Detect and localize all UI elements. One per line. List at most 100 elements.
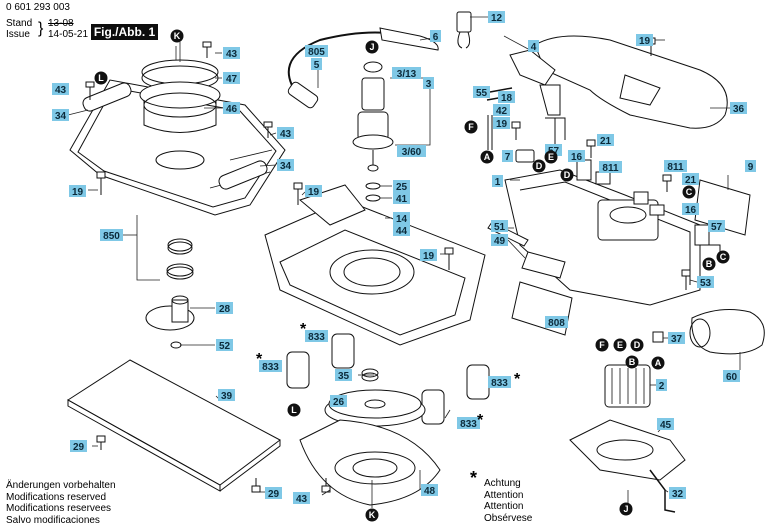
eccentric-weight-28 [145, 295, 195, 331]
part-number-833: 833 [308, 332, 325, 343]
part-number-1: 1 [495, 177, 501, 188]
reference-marker-K: K [369, 510, 376, 520]
reference-marker-K: K [174, 31, 181, 41]
reference-marker-C: C [720, 252, 727, 262]
part-label-box [528, 40, 539, 52]
part-label-box [491, 220, 508, 232]
part-label-box [223, 72, 240, 84]
housing-cover-36 [534, 35, 728, 129]
field-stator-2 [604, 364, 651, 408]
part-number-833: 833 [460, 419, 477, 430]
part-label-box [423, 77, 434, 89]
part-number-19: 19 [496, 119, 508, 130]
part-label-box [305, 330, 328, 342]
part-number-19: 19 [639, 36, 651, 47]
screw-43-bottom [321, 478, 331, 493]
part-number-57: 57 [711, 222, 723, 233]
part-label-box [218, 389, 235, 401]
part-label-box [70, 440, 87, 452]
part-label-box [664, 160, 687, 172]
part-number-12: 12 [491, 13, 503, 24]
part-label-box [430, 30, 441, 42]
part-number-43: 43 [296, 494, 308, 505]
part-number-21: 21 [685, 175, 697, 186]
reference-marker-circle [716, 250, 730, 264]
reference-marker-F: F [599, 340, 605, 350]
stand-label: Stand [6, 18, 33, 29]
part-label-box [668, 332, 685, 344]
attention-symbol: * [470, 468, 478, 488]
asterisk-mark: * [300, 321, 307, 338]
part-number-3/13: 3/13 [397, 69, 417, 80]
part-number-833: 833 [262, 362, 279, 373]
part-number-52: 52 [219, 341, 231, 352]
reference-marker-circle [170, 29, 184, 43]
cable-clamp-4 [509, 49, 561, 116]
part-label-box [491, 234, 508, 246]
reference-marker-circle [560, 168, 574, 182]
part-number-29: 29 [73, 442, 85, 453]
doc-number: 0 601 293 003 [6, 2, 70, 13]
bracket-42 [487, 115, 493, 150]
part-label-box [669, 487, 686, 499]
asterisk-mark: * [477, 412, 484, 429]
part-label-box [708, 220, 725, 232]
part-number-25: 25 [396, 182, 408, 193]
bearing-lower [166, 263, 194, 280]
part-label-box [488, 11, 505, 23]
part-label-box [293, 492, 310, 504]
part-number-16: 16 [685, 205, 697, 216]
part-label-box [305, 45, 328, 57]
part-number-21: 21 [600, 136, 612, 147]
part-label-box [498, 91, 515, 103]
reference-marker-circle [595, 338, 609, 352]
part-number-44: 44 [396, 226, 408, 237]
screw-small-left [85, 41, 273, 195]
part-label-box [393, 180, 410, 192]
part-label-box [223, 47, 240, 59]
part-label-box [393, 212, 410, 224]
dust-bag-adapter-60 [689, 309, 765, 355]
part-label-box [305, 185, 322, 197]
part-label-box [223, 102, 240, 114]
sealing-37 [652, 331, 664, 343]
part-number-41: 41 [396, 194, 408, 205]
part-label-box [393, 192, 410, 204]
part-number-26: 26 [333, 397, 345, 408]
part-number-51: 51 [494, 222, 506, 233]
reference-marker-circle [625, 355, 639, 369]
part-label-box [335, 369, 352, 381]
part-label-box [393, 224, 410, 236]
reference-marker-C: C [686, 187, 693, 197]
stand-date: 13-08 [48, 18, 74, 29]
part-number-808: 808 [548, 318, 565, 329]
issue-date: 14-05-21 [48, 29, 89, 40]
part-number-43: 43 [280, 129, 292, 140]
part-number-47: 47 [226, 74, 238, 85]
part-number-46: 46 [226, 104, 238, 115]
part-label-box [657, 418, 674, 430]
reference-marker-circle [544, 150, 558, 164]
part-label-box [100, 229, 123, 241]
part-number-19: 19 [308, 187, 320, 198]
footer-right-text: Achtung Attention Attention Obsérvese [484, 478, 532, 524]
base-housing-44 [264, 184, 486, 346]
part-number-19: 19 [72, 187, 84, 198]
footer-line: Achtung [484, 478, 521, 489]
reference-marker-D: D [564, 170, 571, 180]
bracket-lines-850 [122, 215, 160, 281]
part-label-box [745, 160, 756, 172]
footer-line: Salvo modificaciones [6, 514, 100, 526]
part-number-45: 45 [660, 420, 672, 431]
reference-marker-circle [480, 150, 494, 164]
reference-marker-circle [630, 338, 644, 352]
part-number-55: 55 [476, 88, 488, 99]
footer-line: Attention [484, 489, 524, 501]
part-label-box [52, 109, 69, 121]
part-label-box [599, 161, 622, 173]
part-number-5: 5 [314, 60, 320, 71]
part-number-43: 43 [55, 85, 67, 96]
reference-marker-circle [613, 338, 627, 352]
